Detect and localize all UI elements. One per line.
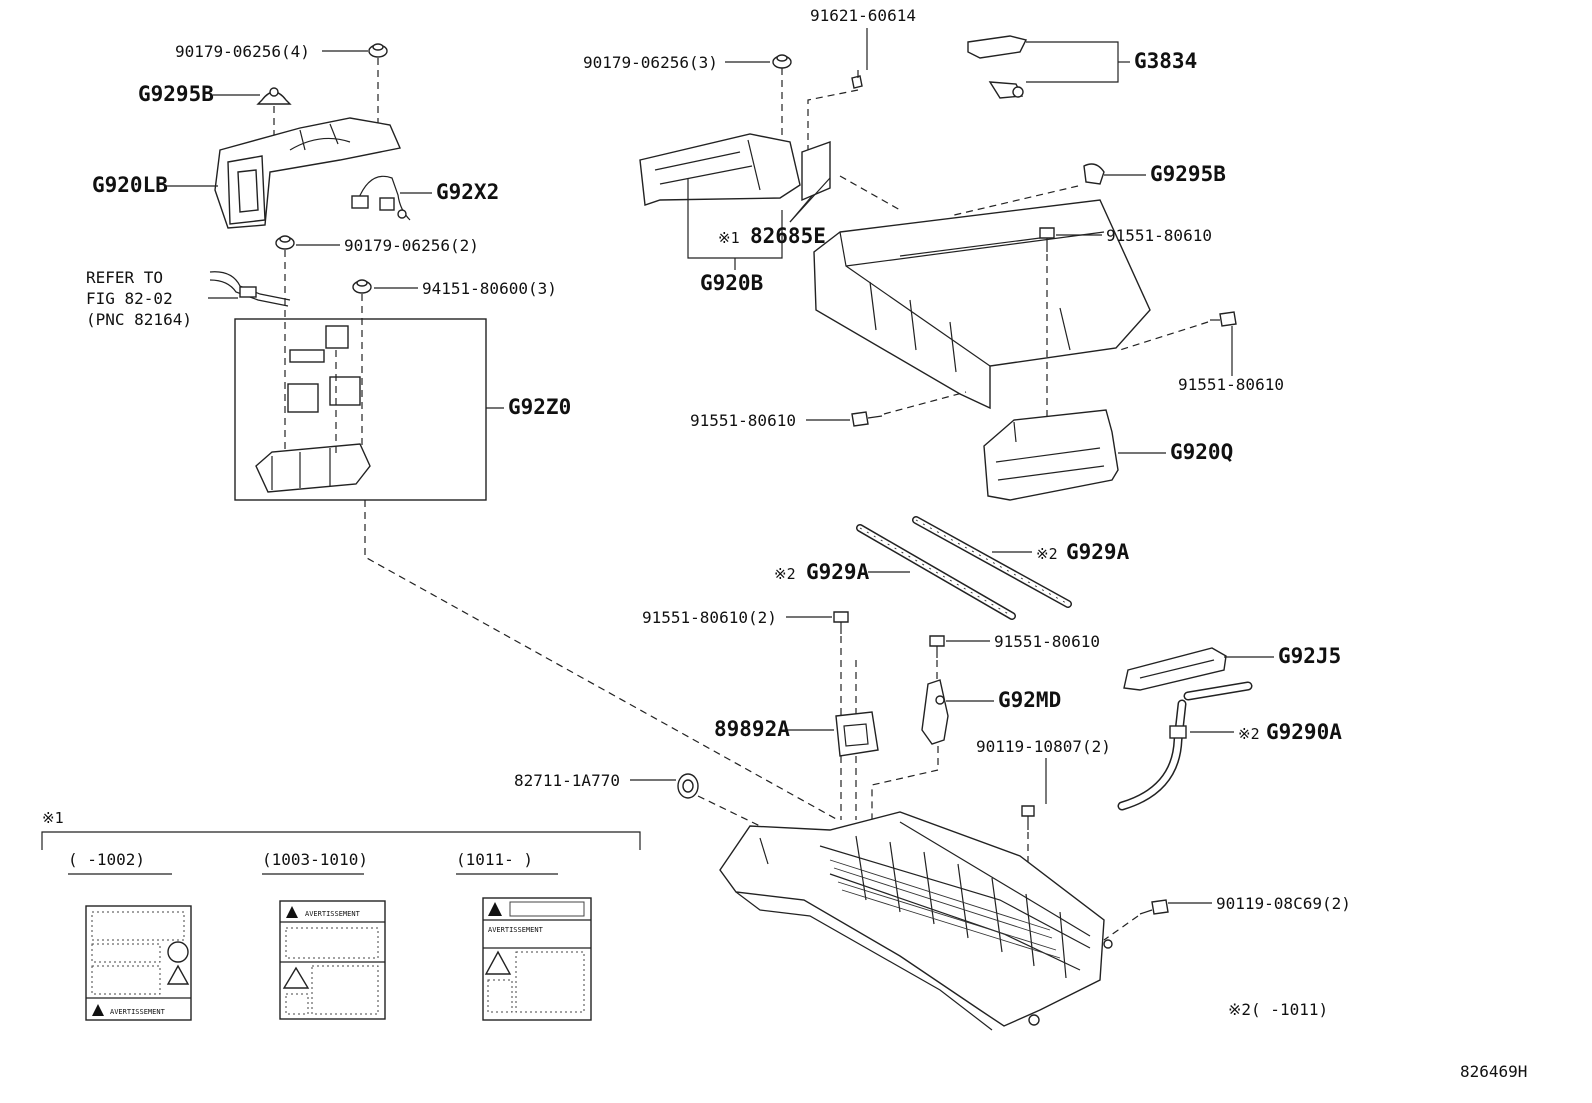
bracket-g920b — [639, 133, 801, 206]
label-g9290a: G9290A — [1266, 720, 1342, 744]
warning-label-1-text: AVERTISSEMENT — [110, 1008, 166, 1016]
inset-col1-label: ( -1002) — [68, 850, 145, 869]
label-plate-82685e — [801, 141, 831, 202]
label-g92j5: G92J5 — [1278, 644, 1341, 668]
mark-g929a-left: ※2 — [774, 565, 796, 583]
mark-82685e: ※1 — [718, 229, 740, 247]
label-g920lb: G920LB — [92, 173, 168, 197]
label-91551-80610-c: 91551-80610 — [690, 411, 796, 430]
warning-label-3-text: AVERTISSEMENT — [488, 926, 544, 934]
label-g9295b-right: G9295B — [1150, 162, 1226, 186]
label-g929a-left: G929A — [806, 560, 870, 584]
label-g3834: G3834 — [1134, 49, 1197, 73]
note-2: ※2( -1011) — [1228, 1000, 1328, 1019]
label-g929a-right: G929A — [1066, 540, 1130, 564]
bracket-g920q — [983, 409, 1119, 501]
bolt-90119-08c69 — [1139, 899, 1169, 915]
bolt-91551-c — [851, 411, 883, 427]
clip-g9295b-right — [1083, 163, 1105, 185]
label-91551-80610-2: 91551-80610(2) — [642, 608, 777, 627]
label-g92x2: G92X2 — [436, 180, 499, 204]
label-91621-60614: 91621-60614 — [810, 6, 916, 25]
clip-90179-2 — [275, 235, 295, 250]
battery-cover — [813, 199, 1151, 410]
figure-code: 826469H — [1460, 1062, 1527, 1081]
warning-label-2-text: AVERTISSEMENT — [305, 910, 361, 918]
warning-label-1: AVERTISSEMENT — [85, 905, 192, 1021]
clip-94151 — [352, 279, 372, 294]
bolt-91621 — [851, 70, 863, 89]
refer-line-3: (PNC 82164) — [86, 310, 192, 329]
inset-title: ※1 — [42, 809, 64, 827]
refer-line-1: REFER TO — [86, 268, 163, 287]
mark-g9290a: ※2 — [1238, 725, 1260, 743]
label-g9295b-left: G9295B — [138, 82, 214, 106]
wire-refer-82164 — [209, 271, 291, 307]
ecu-89892a — [835, 711, 879, 757]
label-g920q: G920Q — [1170, 440, 1233, 464]
busbar-g929a-left — [856, 524, 1016, 620]
label-82711-1a770: 82711-1A770 — [514, 771, 620, 790]
label-90179-06256-3: 90179-06256(3) — [583, 53, 718, 72]
hose-g9290a — [1117, 681, 1253, 811]
label-90119-10807-2: 90119-10807(2) — [976, 737, 1111, 756]
cover-g920lb — [214, 117, 401, 229]
bolt-90119-10807 — [1021, 805, 1035, 830]
inset-col3-label: (1011- ) — [456, 850, 533, 869]
label-g920b: G920B — [700, 271, 763, 295]
relay-box-g92z0 — [234, 318, 487, 501]
clamp-82711 — [677, 773, 699, 799]
part-g92j5 — [1123, 647, 1227, 691]
label-90179-06256-4: 90179-06256(4) — [175, 42, 310, 61]
label-90119-08c69-2: 90119-08C69(2) — [1216, 894, 1351, 913]
busbar-g929a-right — [912, 516, 1072, 608]
bolt-91551-a — [1039, 227, 1055, 252]
bolt-91551-d — [929, 635, 945, 658]
clip-g9295b-left — [256, 87, 292, 105]
label-g92z0: G92Z0 — [508, 395, 571, 419]
label-94151-80600-3: 94151-80600(3) — [422, 279, 557, 298]
relay-parts — [255, 325, 371, 493]
inset-bracket — [41, 831, 641, 850]
warning-label-2: AVERTISSEMENT — [279, 900, 386, 1020]
inset-col2-label: (1003-1010) — [262, 850, 368, 869]
refer-line-2: FIG 82-02 — [86, 289, 173, 308]
label-89892a: 89892A — [714, 717, 790, 741]
label-g92md: G92MD — [998, 688, 1061, 712]
harness-g92x2 — [351, 175, 411, 221]
label-82685e: 82685E — [750, 224, 826, 248]
label-90179-06256-2: 90179-06256(2) — [344, 236, 479, 255]
mark-g929a-right: ※2 — [1036, 545, 1058, 563]
sensor-g3834 — [967, 35, 1028, 99]
bolt-91551-2 — [833, 611, 849, 634]
bracket-g92md — [921, 679, 949, 745]
bolt-91551-b — [1210, 311, 1237, 327]
clip-90179-3 — [772, 54, 792, 69]
warning-label-3: AVERTISSEMENT — [482, 897, 592, 1021]
label-91551-80610-b: 91551-80610 — [1178, 375, 1284, 394]
battery-assembly — [719, 811, 1113, 1031]
clip-90179-4 — [368, 43, 388, 58]
label-91551-80610-a: 91551-80610 — [1106, 226, 1212, 245]
label-91551-80610-d: 91551-80610 — [994, 632, 1100, 651]
